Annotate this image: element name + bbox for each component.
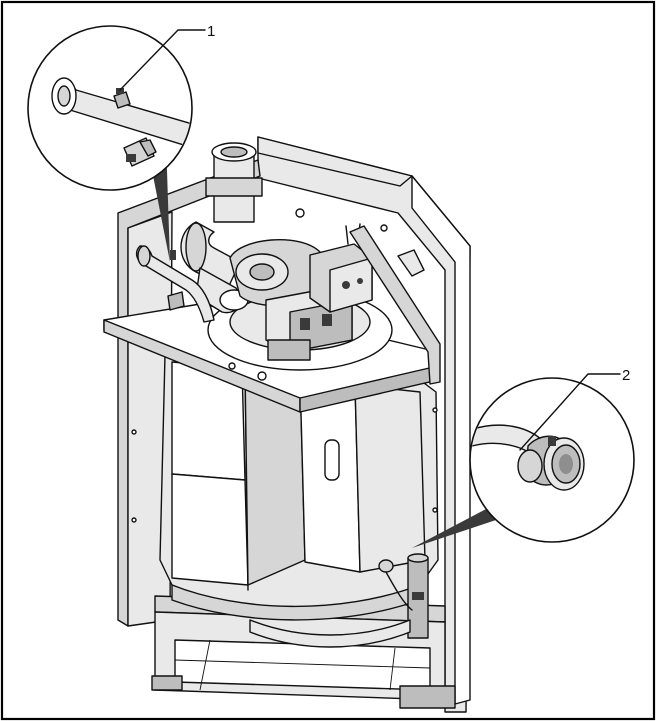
detail-circle-1: 1 — [27, 23, 215, 262]
detail-circle-2: 2 — [412, 367, 635, 548]
callout-label-1: 1 — [207, 23, 215, 40]
screws — [131, 208, 438, 523]
pipework — [135, 225, 441, 648]
callout-label-2: 2 — [622, 367, 630, 384]
burner-assembly — [180, 142, 373, 361]
heat-exchanger-tank — [159, 354, 439, 621]
